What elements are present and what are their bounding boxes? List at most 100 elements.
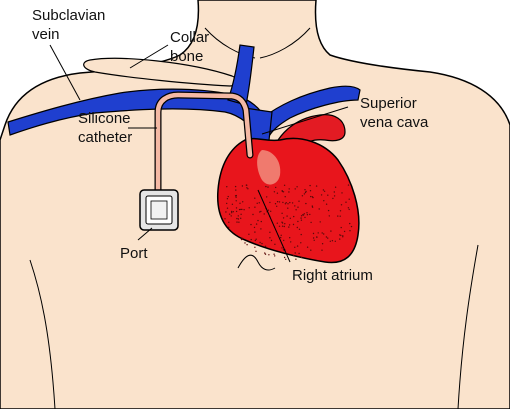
stipple-dot	[264, 252, 266, 254]
stipple-dot	[290, 241, 292, 243]
label-port: Port	[120, 245, 148, 262]
stipple-dot	[285, 202, 287, 204]
stipple-dot	[276, 222, 278, 224]
collar-bone	[83, 57, 238, 87]
stipple-dot	[297, 206, 299, 208]
stipple-dot	[339, 234, 341, 236]
stipple-dot	[327, 194, 329, 196]
stipple-dot	[237, 215, 239, 217]
stipple-dot	[235, 189, 237, 191]
stipple-dot	[302, 214, 304, 216]
stipple-dot	[240, 213, 242, 215]
stipple-dot	[231, 212, 233, 214]
stipple-dot	[343, 230, 346, 233]
stipple-dot	[306, 214, 309, 216]
stipple-dot	[280, 234, 282, 236]
stipple-dot	[268, 254, 270, 256]
stipple-dot	[254, 239, 256, 242]
stipple-dot	[241, 208, 243, 211]
stipple-dot	[246, 244, 248, 246]
stipple-dot	[288, 188, 290, 190]
stipple-dot	[333, 195, 336, 197]
stipple-dot	[267, 186, 269, 188]
stipple-dot	[260, 220, 262, 223]
leader-port	[137, 227, 153, 241]
stipple-dot	[281, 247, 283, 249]
stipple-dot	[296, 186, 298, 188]
stipple-dot	[236, 217, 238, 220]
stipple-dot	[282, 191, 285, 193]
stipple-dot	[226, 207, 229, 209]
stipple-dot	[287, 203, 289, 205]
stipple-dot	[300, 217, 302, 219]
stipple-dot	[331, 240, 334, 242]
stipple-dot	[325, 236, 328, 238]
stipple-dot	[329, 240, 331, 242]
leader-collar	[129, 44, 169, 69]
stipple-dot	[255, 223, 258, 225]
stipple-dot	[232, 211, 234, 213]
stipple-dot	[238, 221, 240, 223]
stipple-dot	[261, 242, 263, 245]
stipple-dot	[340, 226, 342, 229]
stipple-dot	[333, 191, 335, 193]
leader-right-atrium	[257, 189, 291, 263]
stipple-dot	[253, 226, 256, 229]
stipple-dot	[312, 196, 314, 199]
stipple-dot	[234, 185, 237, 188]
stipple-dot	[241, 185, 244, 187]
brachiocephalic-vein	[261, 85, 361, 140]
stipple-dot	[260, 228, 262, 230]
stipple-dot	[228, 226, 230, 228]
port-device	[139, 189, 179, 231]
stipple-dot	[278, 201, 281, 203]
stipple-dot	[348, 208, 350, 211]
stipple-dot	[296, 245, 299, 247]
stipple-dot	[342, 235, 344, 237]
stipple-dot	[295, 258, 297, 260]
stipple-dot	[269, 231, 271, 233]
stipple-dot	[323, 200, 325, 202]
stipple-dot	[340, 204, 343, 206]
sternal-notch	[237, 254, 276, 271]
stipple-dot	[234, 195, 237, 197]
stipple-dot	[244, 242, 246, 244]
stipple-dot	[311, 206, 314, 208]
stipple-dot	[309, 184, 311, 187]
stipple-dot	[303, 213, 305, 215]
stipple-dot	[327, 209, 330, 212]
stipple-dot	[278, 225, 281, 227]
stipple-dot	[327, 237, 329, 239]
stipple-dot	[295, 209, 297, 211]
stipple-dot	[287, 207, 289, 209]
stipple-dot	[254, 197, 256, 199]
stipple-dot	[304, 216, 306, 219]
stipple-dot	[227, 195, 229, 198]
stipple-dot	[243, 209, 245, 211]
stipple-dot	[345, 201, 347, 203]
stipple-dot	[270, 239, 273, 242]
stipple-dot	[303, 193, 306, 195]
leader-lines	[49, 44, 349, 263]
stipple-dot	[347, 184, 350, 186]
stipple-dot	[241, 237, 243, 239]
heart	[216, 137, 360, 264]
stipple-dot	[305, 202, 307, 205]
stipple-dot	[228, 221, 230, 223]
stipple-dot	[300, 256, 303, 259]
stipple-dot	[288, 191, 290, 193]
stipple-dot	[310, 249, 312, 251]
stipple-dot	[298, 200, 300, 202]
stipple-dot	[332, 197, 334, 200]
stipple-dot	[293, 215, 295, 218]
stipple-dot	[350, 225, 353, 228]
stipple-dot	[283, 256, 286, 259]
stipple-dot	[231, 203, 234, 205]
stipple-dot	[310, 221, 312, 224]
stipple-dot	[289, 201, 291, 204]
stipple-dot	[276, 205, 278, 207]
stipple-dot	[258, 202, 260, 204]
stipple-dot	[304, 191, 307, 194]
stipple-dot	[316, 236, 318, 238]
